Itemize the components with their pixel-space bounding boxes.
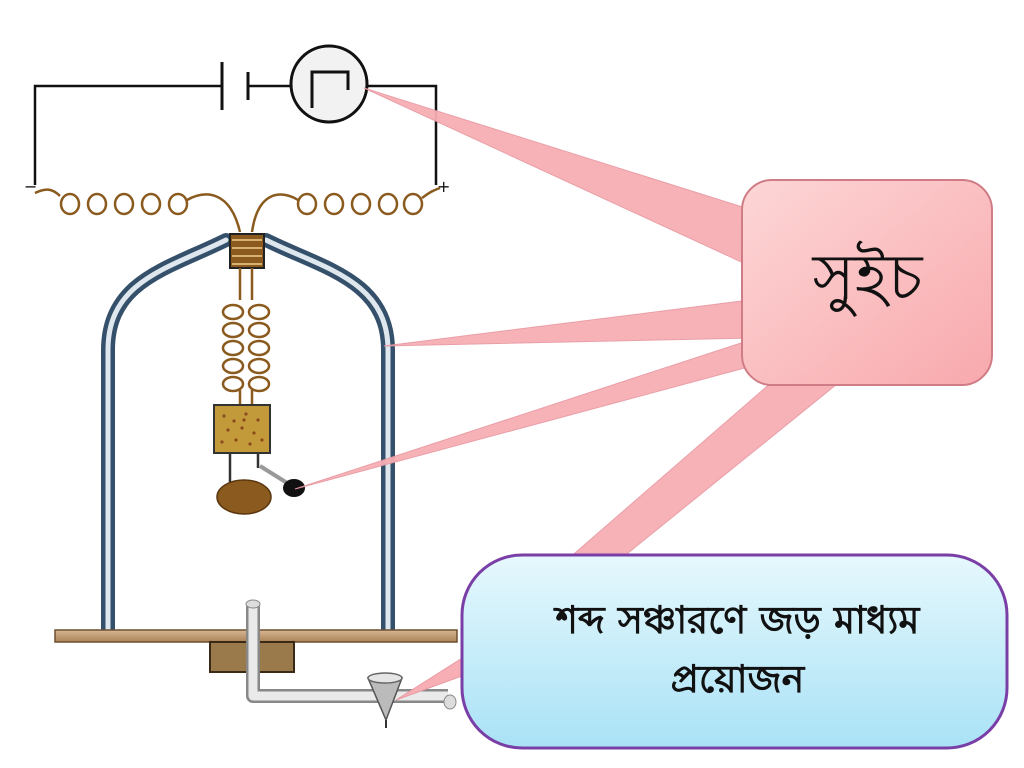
- pointer-to-bell-jar: [383, 299, 753, 347]
- hammer-icon: [216, 479, 272, 515]
- terminal-minus: −: [24, 177, 37, 196]
- switch-icon: [289, 44, 369, 124]
- switch-callout-box: [741, 179, 993, 386]
- pointer-to-switch: [363, 87, 753, 267]
- terminal-plus: +: [437, 177, 450, 196]
- bell-jar: [101, 233, 395, 639]
- medium-required-label: শব্দ সঞ্চারণে জড় মাধ্যম প্রয়োজন: [555, 598, 920, 701]
- inner-spring: [221, 268, 271, 405]
- valve-icon: [366, 672, 404, 728]
- switch-label: সুইচ: [812, 241, 923, 315]
- circuit-wire-right: [368, 84, 438, 185]
- circuit: [33, 62, 438, 185]
- coil-right: [250, 186, 441, 233]
- circuit-wire-left: [33, 84, 222, 185]
- electric-bell: [213, 404, 305, 515]
- jar-stopper: [229, 233, 265, 269]
- gong-icon: [283, 479, 305, 497]
- switch-callout-pointers: [294, 87, 844, 567]
- medium-callout-box: [460, 553, 1009, 750]
- coil-left: [34, 188, 242, 233]
